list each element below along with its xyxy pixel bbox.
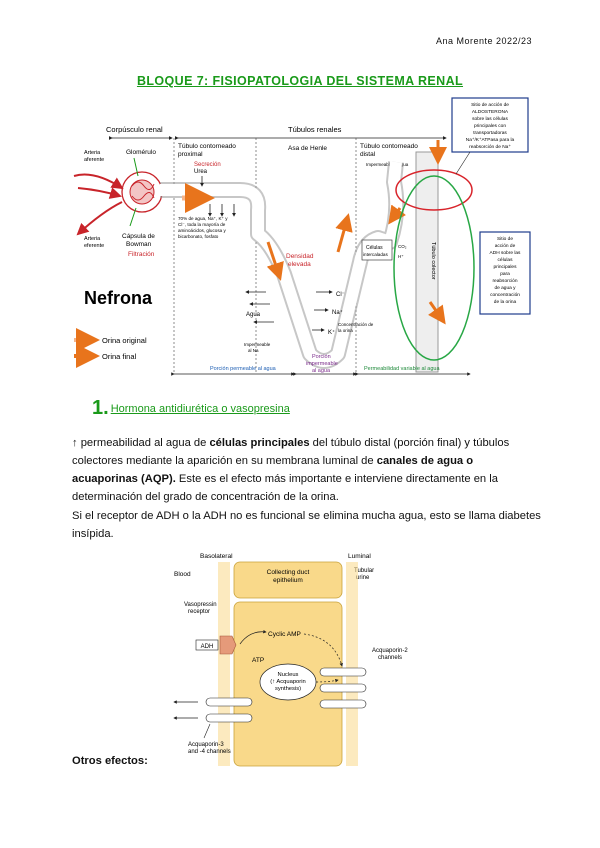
para1-text-2: del túbulo distal (porción final) y túbu… xyxy=(72,437,510,467)
bar-perm: Porción permeable al agua xyxy=(210,366,277,372)
otros-efectos-heading: Otros efectos: xyxy=(72,755,148,767)
adh-box-9: concentración xyxy=(490,292,520,298)
label-secrecion: Secreción xyxy=(194,162,221,168)
label-celulas-1: Células xyxy=(366,245,383,251)
label-distal-2: distal xyxy=(360,151,376,158)
aldo-box-4: principales con xyxy=(474,123,506,129)
adh-atp: ATP xyxy=(252,657,264,664)
page-title: BLOQUE 7: FISIOPATOLOGIA DEL SISTEMA REN… xyxy=(136,74,464,88)
label-h: H⁺ xyxy=(398,254,404,259)
adh-blood: Blood xyxy=(174,571,191,578)
aldo-box-7: reabsorción de Na⁺ xyxy=(469,144,511,150)
label-asa: Asa de Henle xyxy=(288,145,327,152)
label-imperm-na-2: al Na xyxy=(248,348,259,353)
nephron-figure: Corpúsculo renal Túbulos renales Túbulo … xyxy=(73,97,531,376)
para1-text-1: ↑ permeabilidad al agua de xyxy=(72,437,210,449)
adh-epi-1: Collecting duct xyxy=(267,569,310,576)
adh-box-5: principales xyxy=(494,264,518,270)
adh-luminal: Luminal xyxy=(348,553,371,560)
label-nefrona: Nefrona xyxy=(84,288,153,308)
adh-epi-2: epithelium xyxy=(273,577,303,584)
legend-original: Orina original xyxy=(102,336,147,345)
label-concentr-2: la orina xyxy=(338,328,353,333)
adh-aqp2-2: channels xyxy=(378,655,402,661)
adh-aqp34-1: Acquaporin-3 xyxy=(188,742,224,748)
adh-receptor-1: Vasopressin xyxy=(184,602,217,608)
label-reabs-4: bicarbonato, fosfato xyxy=(178,234,219,239)
author-header: Ana Morente 2022/23 xyxy=(436,36,533,46)
adh-box-10: de la orina xyxy=(494,299,517,305)
para1-text-3: Este es el efecto más importante e inter… xyxy=(72,473,498,503)
adh-label: ADH xyxy=(201,644,214,650)
adh-tubular-2: urine xyxy=(356,575,370,581)
bar-imperm-1: Porción xyxy=(312,354,331,360)
adh-box-8: de agua y xyxy=(494,285,516,291)
label-glomerulo: Glomérulo xyxy=(126,149,156,156)
aldo-box-3: sobre las células xyxy=(472,116,508,122)
legend-final: Orina final xyxy=(102,352,137,361)
aldo-box-1: Sitio de acción de xyxy=(471,102,509,108)
adh-nucleus-2: (↑ Acquaporin xyxy=(270,679,305,685)
section-label: Hormona antidiurética o vasopresina xyxy=(110,403,290,415)
label-tubulos: Túbulos renales xyxy=(288,125,342,134)
label-k: K⁺ xyxy=(328,329,335,336)
paragraph-diabetes: Si el receptor de ADH o la ADH no es fun… xyxy=(72,510,541,540)
label-art-ef-1: Arteria xyxy=(84,236,101,242)
label-art-af-2: aferente xyxy=(84,157,104,163)
label-reabs-2: Cl⁻, toda la mayoría de xyxy=(178,222,226,227)
adh-camp: Cyclic AMP xyxy=(268,631,301,638)
label-capsula-1: Cápsula de xyxy=(122,233,155,240)
label-agua: Agua xyxy=(246,312,261,318)
label-co2: CO₂ xyxy=(398,244,407,249)
aldo-box-6: Na⁺/K⁺ATPasa para la xyxy=(466,137,515,143)
adh-receptor-2: receptor xyxy=(188,609,210,615)
label-proximal-1: Túbulo contorneado xyxy=(178,143,236,150)
label-distal-1: Túbulo contorneado xyxy=(360,143,418,150)
section-heading: 1.Hormona antidiurética o vasopresina xyxy=(92,397,290,420)
label-reabs-1: 70% de agua, Na⁺, K⁺ y xyxy=(178,216,228,221)
label-colector: Túbulo colector xyxy=(430,242,436,280)
label-capsula-2: Bowman xyxy=(126,241,152,248)
adh-nucleus-1: Nucleus xyxy=(278,672,299,678)
label-art-ef-2: eferente xyxy=(84,243,104,249)
label-densidad-1: Densidad xyxy=(286,253,314,260)
label-corpusculo: Corpúsculo renal xyxy=(106,125,163,134)
label-imperm-na-1: Impermeable xyxy=(244,342,271,347)
label-filtracion: Filtración xyxy=(128,251,155,258)
section-number: 1. xyxy=(92,397,109,419)
label-densidad-2: elevada xyxy=(288,261,311,268)
label-proximal-2: proximal xyxy=(178,151,203,158)
bar-imperm-2: impermeable xyxy=(306,361,338,367)
adh-mechanism-figure: Basolateral Luminal Blood Tubular urine … xyxy=(173,553,408,767)
label-art-af-1: Arteria xyxy=(84,150,101,156)
adh-tubular-1: Tubular xyxy=(354,568,374,574)
label-reabs-3: aminoácidos, glucosa y xyxy=(178,228,226,233)
label-concentr-1: Concentración de xyxy=(338,322,374,327)
label-cl: Cl⁻ xyxy=(336,292,345,298)
adh-aqp34-2: and -4 channels xyxy=(188,749,231,755)
aldo-box-2: ALDOSTERONA xyxy=(472,109,509,115)
adh-box-7: reabsorción xyxy=(492,278,517,284)
para1-bold-2: canales de agua o acuaporinas (AQP). xyxy=(72,455,474,485)
label-celulas-2: intercaladas xyxy=(363,252,388,257)
bar-var: Permeabilidad variable al agua xyxy=(364,366,440,372)
label-imperm-agua: Impermeable al agua xyxy=(366,162,409,167)
paragraph-permeabilidad: ↑ permeabilidad al agua de células princ… xyxy=(72,434,542,506)
label-urea: Urea xyxy=(194,169,208,175)
adh-box-2: acción de xyxy=(495,243,516,249)
bar-imperm-3: al agua xyxy=(312,368,331,374)
adh-nucleus-3: synthesis) xyxy=(275,686,301,692)
aldo-box-5: transportadoras xyxy=(473,130,507,136)
adh-basolateral: Basolateral xyxy=(200,553,233,560)
label-na: Na⁺ xyxy=(332,309,343,316)
adh-box-6: para xyxy=(500,271,510,277)
adh-box-1: Sitio de xyxy=(497,236,513,242)
adh-box-3: ADH sobre las xyxy=(490,250,522,256)
adh-aqp2-1: Acquaporin-2 xyxy=(372,648,408,654)
para1-bold-1: células principales xyxy=(209,437,310,449)
adh-box-4: células xyxy=(498,257,514,263)
